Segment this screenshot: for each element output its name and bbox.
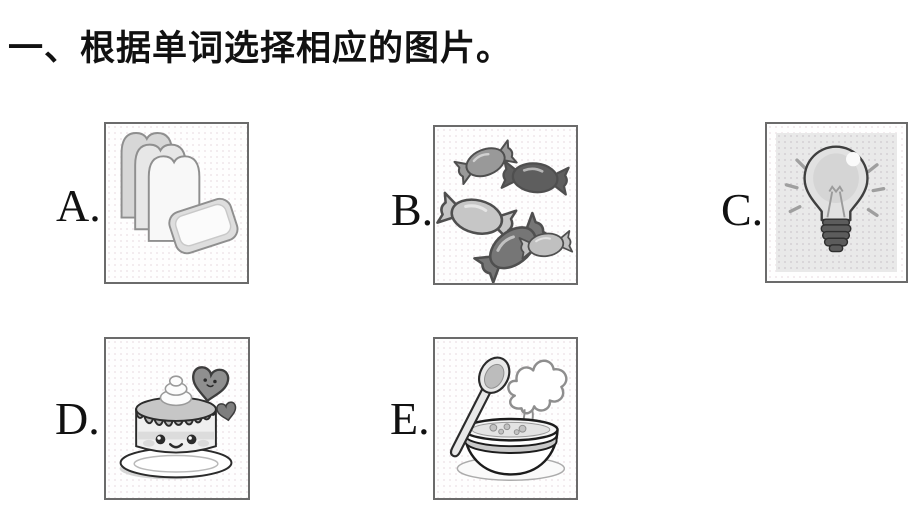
choice-label-b: B. — [391, 184, 434, 235]
choice-label-e: E. — [390, 393, 430, 444]
choice-label-c: C. — [721, 184, 764, 235]
bread-slices-image — [120, 132, 239, 255]
choice-image-d[interactable] — [104, 337, 250, 500]
soup-bowl-with-steam-image — [449, 356, 568, 481]
choice-image-e[interactable] — [433, 337, 578, 500]
bulb-panel — [776, 133, 897, 272]
light-bulb-image — [784, 145, 886, 253]
cake-with-hearts-image — [119, 365, 239, 480]
wrapped-candies-image — [435, 138, 574, 283]
choice-image-b[interactable] — [433, 125, 578, 285]
choice-image-c[interactable] — [765, 122, 908, 283]
choice-label-a: A. — [56, 180, 101, 231]
choice-image-a[interactable] — [104, 122, 249, 284]
choice-label-d: D. — [55, 393, 100, 444]
section-title: 一、根据单词选择相应的图片。 — [8, 29, 513, 68]
